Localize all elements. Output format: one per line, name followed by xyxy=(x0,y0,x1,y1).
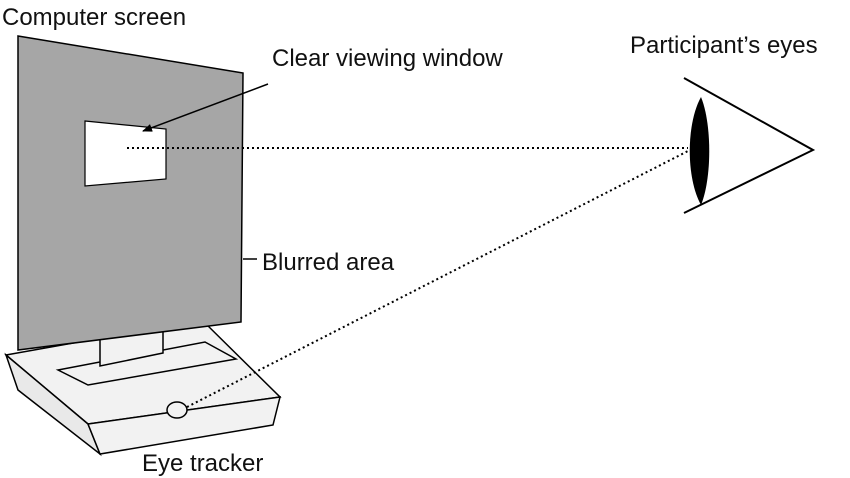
monitor-icon xyxy=(17,35,244,351)
eye-lens xyxy=(689,97,710,205)
eye-tracker-label: Eye tracker xyxy=(142,450,263,477)
participant-eyes-label: Participant’s eyes xyxy=(630,32,818,59)
tracker-lens-icon xyxy=(166,401,188,419)
tracker-front-face xyxy=(86,396,281,455)
computer-screen-panel xyxy=(17,35,244,351)
clear-viewing-window-label: Clear viewing window xyxy=(272,45,503,72)
eye-tracker-device-icon xyxy=(4,319,282,457)
eye-icon xyxy=(683,77,816,214)
clear-window-arrow xyxy=(142,83,269,132)
clear-viewing-window xyxy=(84,120,167,187)
tracker-line-to-eye xyxy=(186,150,689,408)
computer-screen-label: Computer screen xyxy=(2,4,186,31)
blurred-area-label: Blurred area xyxy=(262,249,395,276)
eye-outline xyxy=(683,77,816,214)
